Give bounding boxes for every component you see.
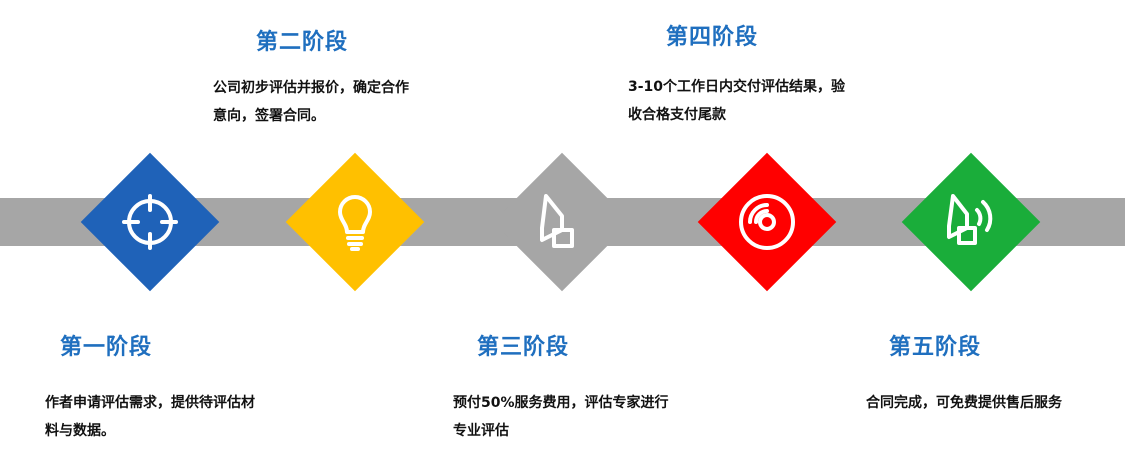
stage-1-desc-line-2: 料与数据。 — [45, 423, 115, 439]
lightbulb-icon — [323, 190, 387, 254]
speaker-sound-icon — [939, 190, 1003, 254]
stage-4-desc-line-1: 3-10个工作日内交付评估结果，验 — [628, 79, 846, 95]
stage-5-desc: 合同完成，可免费提供售后服务 — [866, 389, 1106, 417]
speaker-icon — [530, 190, 594, 254]
stage-1-title: 第一阶段 — [60, 335, 153, 360]
stage-4-title: 第四阶段 — [666, 25, 759, 50]
stage-3-desc-line-1: 预付50%服务费用，评估专家进行 — [453, 395, 669, 411]
stage-5-title: 第五阶段 — [889, 335, 982, 360]
stage-4-desc-line-2: 收合格支付尾款 — [628, 107, 726, 123]
stage-3-desc-line-2: 专业评估 — [453, 423, 509, 439]
stage-5-desc-line-1: 合同完成，可免费提供售后服务 — [866, 395, 1062, 411]
stage-2-title: 第二阶段 — [256, 30, 349, 55]
disc-icon — [735, 190, 799, 254]
stage-2-desc: 公司初步评估并报价，确定合作 意向，签署合同。 — [213, 74, 453, 130]
stage-4-desc: 3-10个工作日内交付评估结果，验 收合格支付尾款 — [628, 73, 868, 129]
stage-3-desc: 预付50%服务费用，评估专家进行 专业评估 — [453, 389, 703, 445]
stage-2-desc-line-2: 意向，签署合同。 — [213, 108, 325, 124]
crosshair-icon — [118, 190, 182, 254]
stage-1-desc: 作者申请评估需求，提供待评估材 料与数据。 — [45, 389, 295, 445]
stage-3-title: 第三阶段 — [477, 335, 570, 360]
stage-2-desc-line-1: 公司初步评估并报价，确定合作 — [213, 80, 409, 96]
stage-1-desc-line-1: 作者申请评估需求，提供待评估材 — [45, 395, 255, 411]
